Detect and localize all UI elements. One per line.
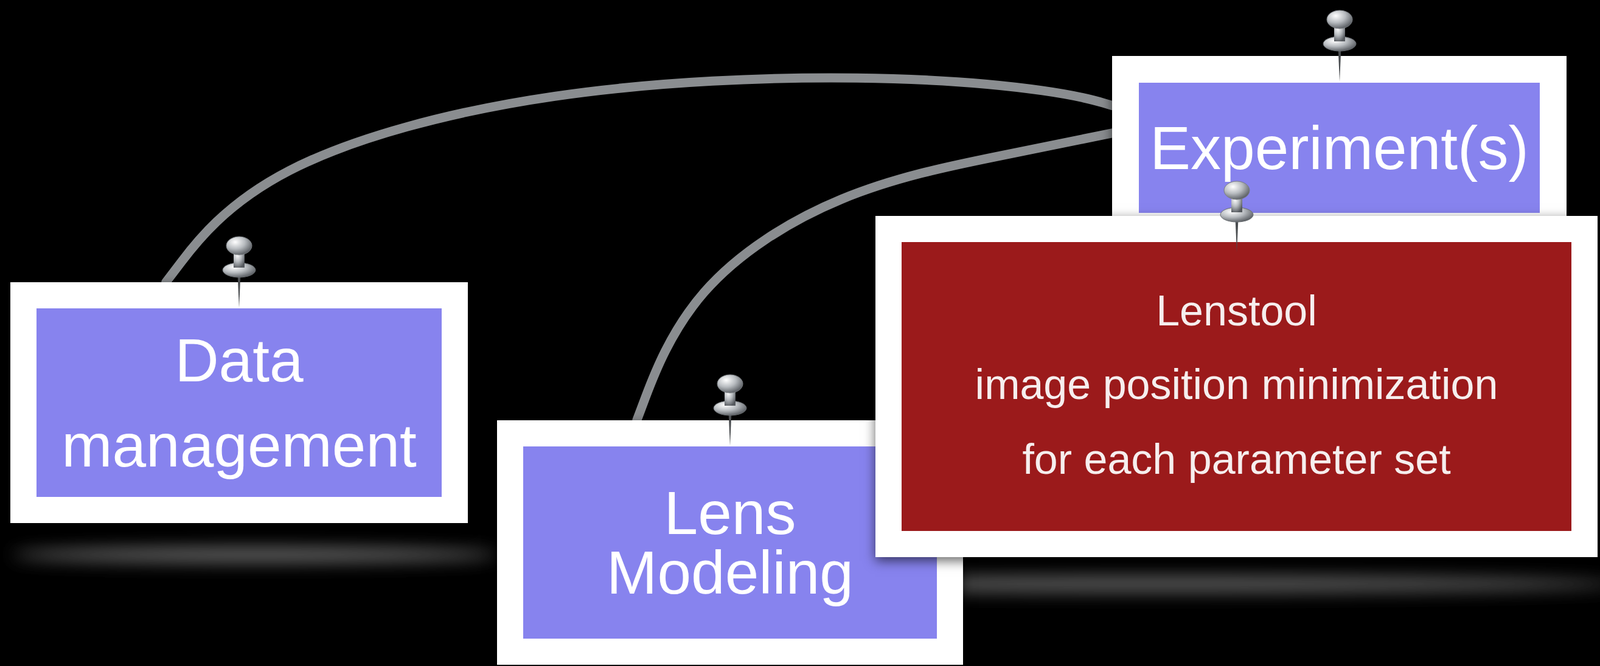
reflection xyxy=(12,547,499,563)
box-label: Data management xyxy=(50,317,428,488)
box-fill: Data management xyxy=(36,308,442,498)
push-pin xyxy=(708,371,752,448)
box-label: Experiment(s) xyxy=(1149,113,1529,184)
process-box: Data management xyxy=(10,282,468,524)
box-fill: Experiment(s) xyxy=(1138,82,1540,213)
tool-box: Lenstoolimage position minimization for … xyxy=(875,215,1598,558)
box-fill: Lens Modeling xyxy=(523,446,937,639)
push-pin xyxy=(217,233,261,310)
experiment-box: Experiment(s) xyxy=(1112,55,1567,240)
box-body: image position minimization for each par… xyxy=(947,347,1526,497)
box-fill: Lenstoolimage position minimization for … xyxy=(901,242,1572,532)
push-pin xyxy=(1215,178,1259,255)
box-label: Lenstool xyxy=(1155,276,1318,345)
box-label: Lens Modeling xyxy=(577,483,883,603)
push-pin xyxy=(1318,7,1361,84)
